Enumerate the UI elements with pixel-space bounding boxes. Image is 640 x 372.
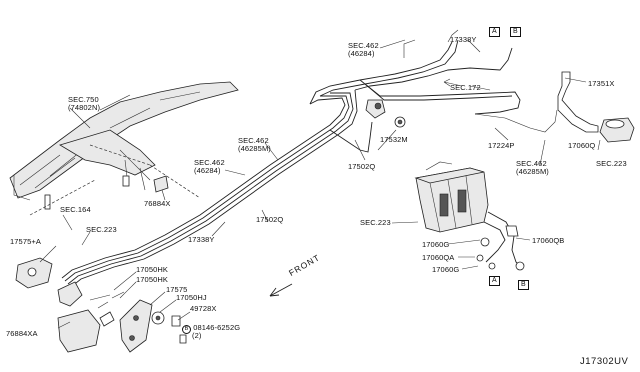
label-sec462-mid-sub: (46284) <box>194 166 221 175</box>
clip-17532m <box>394 116 406 128</box>
label-17060qa: 17060QA <box>422 253 455 262</box>
fuel-lines-main <box>61 29 558 288</box>
callout-b-top: B <box>510 27 521 37</box>
label-17575a: 17575+A <box>10 237 41 246</box>
label-17338y-mid: 17338Y <box>188 235 215 244</box>
label-17050hj: 17050HJ <box>176 293 207 302</box>
callout-a-top: A <box>489 27 500 37</box>
panel-76884x <box>153 175 169 193</box>
label-sec750-sub: (74802N) <box>68 103 101 112</box>
label-08146: B 08146-6252G <box>182 324 240 334</box>
label-sec223-left: SEC.223 <box>86 225 117 234</box>
frame-rail <box>9 81 239 216</box>
label-17338y-top: 17338Y <box>450 35 477 44</box>
label-sec164: SEC.164 <box>60 205 91 214</box>
diagram-id: J17302UV <box>580 356 629 367</box>
label-08146-text: 08146-6252G <box>193 323 241 332</box>
label-sec462-top: SEC.462 <box>348 41 379 50</box>
label-sec462-mid: SEC.462 <box>194 158 225 167</box>
label-sec223-canister: SEC.223 <box>360 218 391 227</box>
label-17060g-2: 17060G <box>432 265 460 274</box>
front-arrow <box>269 283 293 297</box>
label-17060g-1: 17060G <box>422 240 450 249</box>
leader-lines <box>39 39 601 329</box>
label-sec462-center-sub: (46285M) <box>238 144 271 153</box>
label-sec750: SEC.750 <box>68 95 99 104</box>
label-17224p: 17224P <box>488 141 515 150</box>
hose-17351x <box>557 71 599 133</box>
label-sec462-right: SEC.462 <box>516 159 547 168</box>
bracket-assembly <box>15 257 187 353</box>
callout-b-bottom: B <box>518 280 529 290</box>
label-17050hk-2: 17050HK <box>136 275 168 284</box>
label-76884xa: 76884XA <box>6 329 38 338</box>
label-sec462-center: SEC.462 <box>238 136 269 145</box>
arrow-sec172 <box>443 78 463 87</box>
label-17351x: 17351X <box>588 79 615 88</box>
label-17502q-right: 17502Q <box>348 162 376 171</box>
canister-hoses <box>476 211 525 271</box>
label-76884x: 76884X <box>144 199 171 208</box>
label-sec462-top-sub: (46284) <box>348 49 375 58</box>
filler-cap-17060q <box>599 117 635 143</box>
label-17060q: 17060Q <box>568 141 596 150</box>
callout-a-bottom: A <box>489 276 500 286</box>
label-49728x: 49728X <box>190 304 217 313</box>
label-sec223-right: SEC.223 <box>596 159 627 168</box>
label-17532m: 17532M <box>380 135 408 144</box>
label-sec462-right-sub: (46285M) <box>516 167 549 176</box>
label-sec172: SEC.172 <box>450 83 481 92</box>
label-17060qb: 17060QB <box>532 236 565 245</box>
label-17050hk-1: 17050HK <box>136 265 168 274</box>
label-08146-qty: (2) <box>192 331 202 340</box>
label-17502q-mid: 17502Q <box>256 215 284 224</box>
label-17575: 17575 <box>166 285 188 294</box>
evap-canister <box>414 161 489 233</box>
bolt-symbol-icon: B <box>182 325 191 334</box>
valve-component <box>365 99 386 119</box>
